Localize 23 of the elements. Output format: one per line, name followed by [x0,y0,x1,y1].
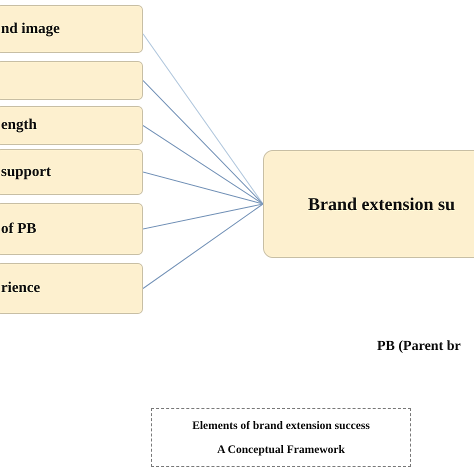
connector-line [142,204,264,289]
factor-label: rience [1,280,42,297]
factor-box [0,203,143,255]
connector-line [142,203,264,230]
factor-label: support [1,164,52,180]
connector-line [142,171,264,205]
caption-text: A Conceptual Framework [217,444,345,456]
factor-label: ength [1,117,38,134]
connector-line [142,125,264,204]
factor-label: of PB [1,220,38,238]
note-text: PB (Parent br [377,339,461,355]
caption-text: Elements of brand extension success [192,420,370,432]
connector-line [142,33,264,204]
factor-box [0,61,143,100]
factor-box [0,263,143,314]
connector-line [142,80,264,204]
factor-box [263,150,474,258]
factor-box [0,5,143,53]
factor-box [0,106,143,145]
factor-box [0,149,143,195]
factor-label: nd image [1,20,61,38]
factor-label: Brand extension su [308,194,456,214]
caption-box [151,408,411,467]
